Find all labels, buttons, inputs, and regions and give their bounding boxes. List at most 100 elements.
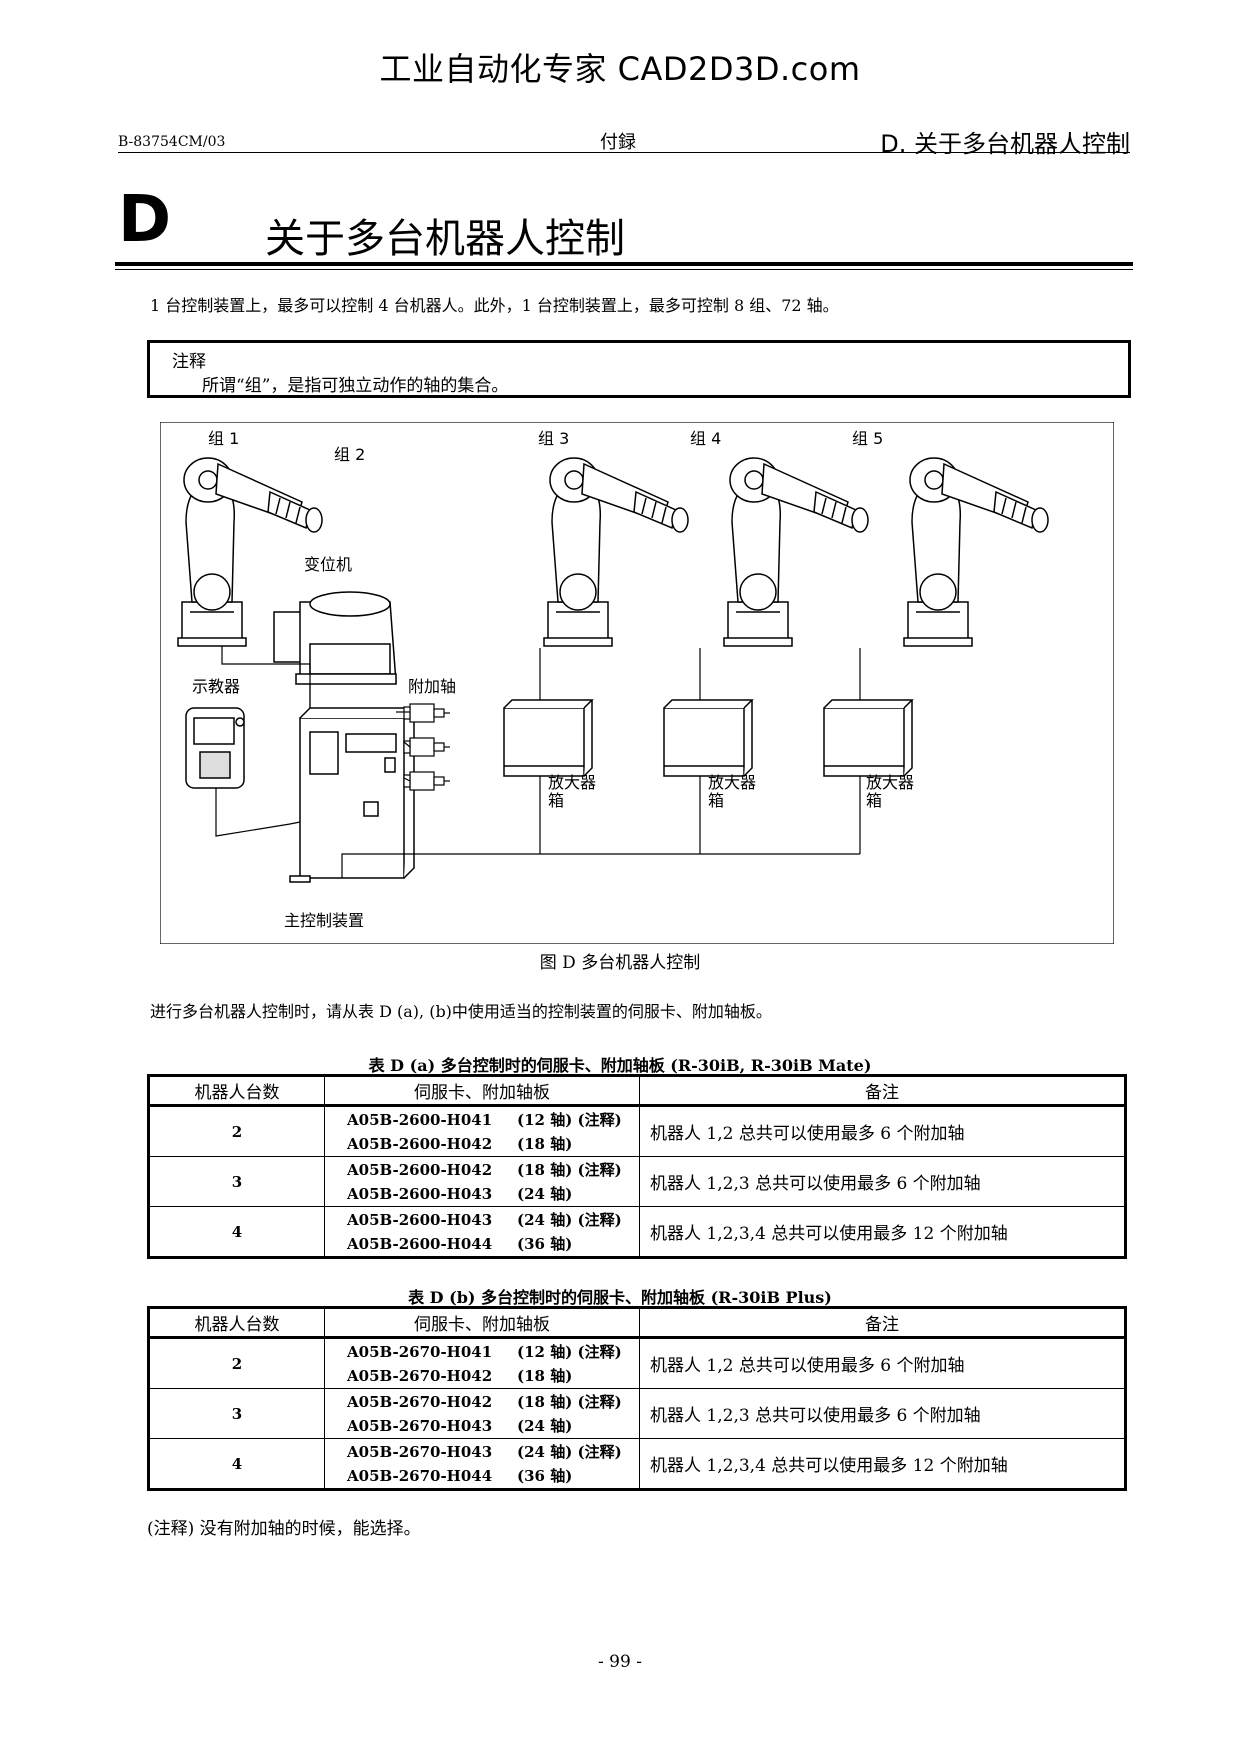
label-group-5: 组 5 [852,429,883,448]
card-part-number: A05B-2600-H041 [347,1110,493,1129]
header-rule [118,152,1130,153]
table-row: 3 A05B-2670-H042 (18 轴) (注释) A05B-2670-H0… [148,1388,1126,1439]
label-main-controller: 主控制装置 [284,911,364,930]
robot-count: 4 [148,1438,325,1490]
table-row: 3 A05B-2600-H042 (18 轴) (注释) A05B-2600-H0… [148,1156,1126,1207]
card-axis: (18 轴) (注释) [517,1160,622,1179]
card-cell: A05B-2670-H042 (18 轴) (注释) A05B-2670-H043… [324,1388,640,1439]
label-positioner: 变位机 [304,555,352,574]
label-amp-2: 放大器 [708,773,756,792]
teach-pendant-drawing [185,707,245,789]
note-label: 注释 [172,352,206,372]
label-external-axis: 附加轴 [408,677,456,696]
col-header-cards: 伺服卡、附加轴板 [324,1307,640,1339]
robot-count: 3 [148,1156,325,1207]
label-amp-3: 放大器 [866,773,914,792]
label-amp-1: 放大器 [548,773,596,792]
card-part-number: A05B-2600-H043 [347,1184,493,1203]
watermark: 工业自动化专家 CAD2D3D.com [379,50,861,88]
card-part-number: A05B-2670-H043 [347,1442,493,1461]
card-cell: A05B-2600-H042 (18 轴) (注释) A05B-2600-H043… [324,1156,640,1207]
card-axis: (24 轴) (注释) [517,1442,622,1461]
remark: 机器人 1,2,3 总共可以使用最多 6 个附加轴 [639,1388,1126,1439]
positioner-drawing [273,591,397,685]
card-part-number: A05B-2670-H042 [347,1392,493,1411]
table-a: 机器人台数 伺服卡、附加轴板 备注 2 A05B-2600-H041 (12 轴)… [147,1074,1127,1259]
figure-caption: 图 D 多台机器人控制 [539,953,701,973]
card-axis: (18 轴) [517,1366,573,1385]
remark: 机器人 1,2 总共可以使用最多 6 个附加轴 [639,1337,1126,1389]
col-header-cards: 伺服卡、附加轴板 [324,1075,640,1107]
card-part-number: A05B-2600-H044 [347,1234,493,1253]
table-row: 4 A05B-2670-H043 (24 轴) (注释) A05B-2670-H0… [148,1438,1126,1490]
robot-count: 4 [148,1206,325,1258]
table-b-header: 机器人台数 伺服卡、附加轴板 备注 [148,1307,1126,1339]
table-b-caption: 表 D (b) 多台控制时的伺服卡、附加轴板 (R-30iB Plus) [408,1288,832,1307]
label-group-2: 组 2 [334,445,365,464]
remark: 机器人 1,2,3 总共可以使用最多 6 个附加轴 [639,1156,1126,1207]
card-axis: (24 轴) (注释) [517,1210,622,1229]
chapter-rule [115,262,1133,266]
wiring [215,646,861,878]
chapter-title: 关于多台机器人控制 [265,216,625,262]
label-amp-3-line2: 箱 [866,791,882,810]
paragraph-2: 进行多台机器人控制时，请从表 D (a), (b)中使用适当的控制装置的伺服卡、… [150,1002,772,1021]
table-a-header: 机器人台数 伺服卡、附加轴板 备注 [148,1075,1126,1107]
table-row: 2 A05B-2600-H041 (12 轴) (注释) A05B-2600-H0… [148,1105,1126,1157]
label-group-1: 组 1 [208,429,239,448]
amplifier-box-1 [503,699,593,777]
card-axis: (12 轴) (注释) [517,1110,622,1129]
footnote: (注释) 没有附加轴的时候，能选择。 [147,1519,421,1539]
card-axis: (18 轴) (注释) [517,1392,622,1411]
amplifier-box-3 [823,699,913,777]
chapter-reference: D. 关于多台机器人控制 [880,130,1130,158]
note-text: 所谓“组”，是指可独立动作的轴的集合。 [202,376,509,396]
card-part-number: A05B-2670-H044 [347,1466,493,1485]
table-row: 2 A05B-2670-H041 (12 轴) (注释) A05B-2670-H0… [148,1337,1126,1389]
table-b: 机器人台数 伺服卡、附加轴板 备注 2 A05B-2670-H041 (12 轴)… [147,1306,1127,1491]
col-header-count: 机器人台数 [148,1075,325,1107]
label-group-4: 组 4 [690,429,721,448]
remark: 机器人 1,2,3,4 总共可以使用最多 12 个附加轴 [639,1206,1126,1258]
card-part-number: A05B-2670-H042 [347,1366,493,1385]
table-a-caption: 表 D (a) 多台控制时的伺服卡、附加轴板 (R-30iB, R-30iB M… [368,1056,872,1075]
label-amp-1-line2: 箱 [548,791,564,810]
table-row: 4 A05B-2600-H043 (24 轴) (注释) A05B-2600-H0… [148,1206,1126,1258]
robot-count: 3 [148,1388,325,1439]
col-header-remarks: 备注 [639,1075,1126,1107]
card-axis: (24 轴) [517,1184,573,1203]
multi-robot-figure: 组 1 组 2 组 3 组 4 组 5 变位机 示教器 附加轴 放大器 箱 放大… [160,422,1114,944]
card-part-number: A05B-2600-H042 [347,1160,493,1179]
chapter-rule-thin [115,269,1133,270]
card-cell: A05B-2670-H041 (12 轴) (注释) A05B-2670-H042… [324,1337,640,1389]
remark: 机器人 1,2 总共可以使用最多 6 个附加轴 [639,1105,1126,1157]
amplifier-box-2 [663,699,753,777]
chapter-letter: D [118,183,172,257]
card-part-number: A05B-2600-H042 [347,1134,493,1153]
card-cell: A05B-2600-H043 (24 轴) (注释) A05B-2600-H044… [324,1206,640,1258]
section-label: 付録 [600,132,636,153]
card-axis: (36 轴) [517,1234,573,1253]
page-number: - 99 - [598,1652,642,1672]
card-part-number: A05B-2670-H043 [347,1416,493,1435]
card-axis: (18 轴) [517,1134,573,1153]
card-axis: (36 轴) [517,1466,573,1485]
label-group-3: 组 3 [538,429,569,448]
robot-count: 2 [148,1337,325,1389]
intro-paragraph: 1 台控制装置上，最多可以控制 4 台机器人。此外，1 台控制装置上，最多可控制… [150,296,839,315]
card-cell: A05B-2670-H043 (24 轴) (注释) A05B-2670-H044… [324,1438,640,1490]
main-controller-drawing [289,707,416,883]
card-axis: (24 轴) [517,1416,573,1435]
remark: 机器人 1,2,3,4 总共可以使用最多 12 个附加轴 [639,1438,1126,1490]
label-teach-pendant: 示教器 [192,677,240,696]
note-box: 注释 所谓“组”，是指可独立动作的轴的集合。 [147,340,1131,398]
col-header-remarks: 备注 [639,1307,1126,1339]
card-axis: (12 轴) (注释) [517,1342,622,1361]
card-part-number: A05B-2600-H043 [347,1210,493,1229]
robot-count: 2 [148,1105,325,1157]
doc-number: B-83754CM/03 [118,134,226,150]
col-header-count: 机器人台数 [148,1307,325,1339]
label-amp-2-line2: 箱 [708,791,724,810]
card-part-number: A05B-2670-H041 [347,1342,493,1361]
card-cell: A05B-2600-H041 (12 轴) (注释) A05B-2600-H042… [324,1105,640,1157]
